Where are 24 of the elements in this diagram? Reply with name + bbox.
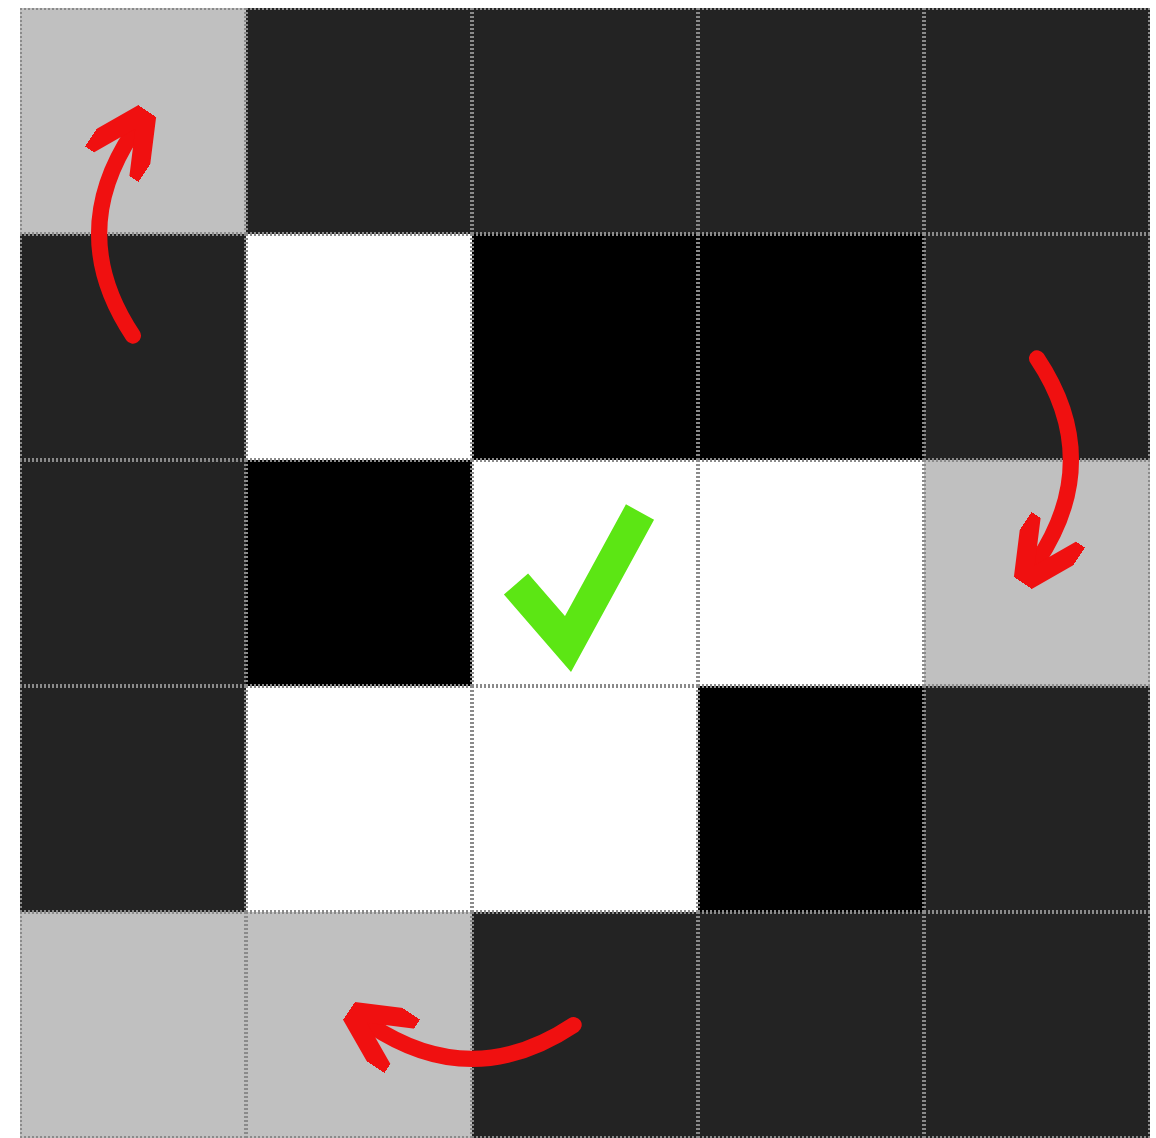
grid-cell: [246, 460, 472, 686]
grid-cell: [20, 912, 246, 1138]
grid-cell: [246, 234, 472, 460]
grid-cell: [20, 686, 246, 912]
grid-cell: [698, 460, 924, 686]
grid-cell: [924, 8, 1150, 234]
grid-cell: [924, 460, 1150, 686]
grid-cell: [698, 234, 924, 460]
grid-cell: [20, 234, 246, 460]
grid-cell: [472, 686, 698, 912]
grid-cell: [472, 8, 698, 234]
grid-cell: [246, 8, 472, 234]
grid-cell: [246, 686, 472, 912]
grid-cell: [20, 8, 246, 234]
grid-cell: [246, 912, 472, 1138]
grid-cell: [472, 234, 698, 460]
grid-cell: [698, 912, 924, 1138]
grid-cell: [924, 234, 1150, 460]
grid-cell: [698, 686, 924, 912]
grid-cell: [924, 686, 1150, 912]
grid-cell: [20, 460, 246, 686]
grid-cell: [472, 912, 698, 1138]
grid-cell: [698, 8, 924, 234]
grid-cell: [924, 912, 1150, 1138]
